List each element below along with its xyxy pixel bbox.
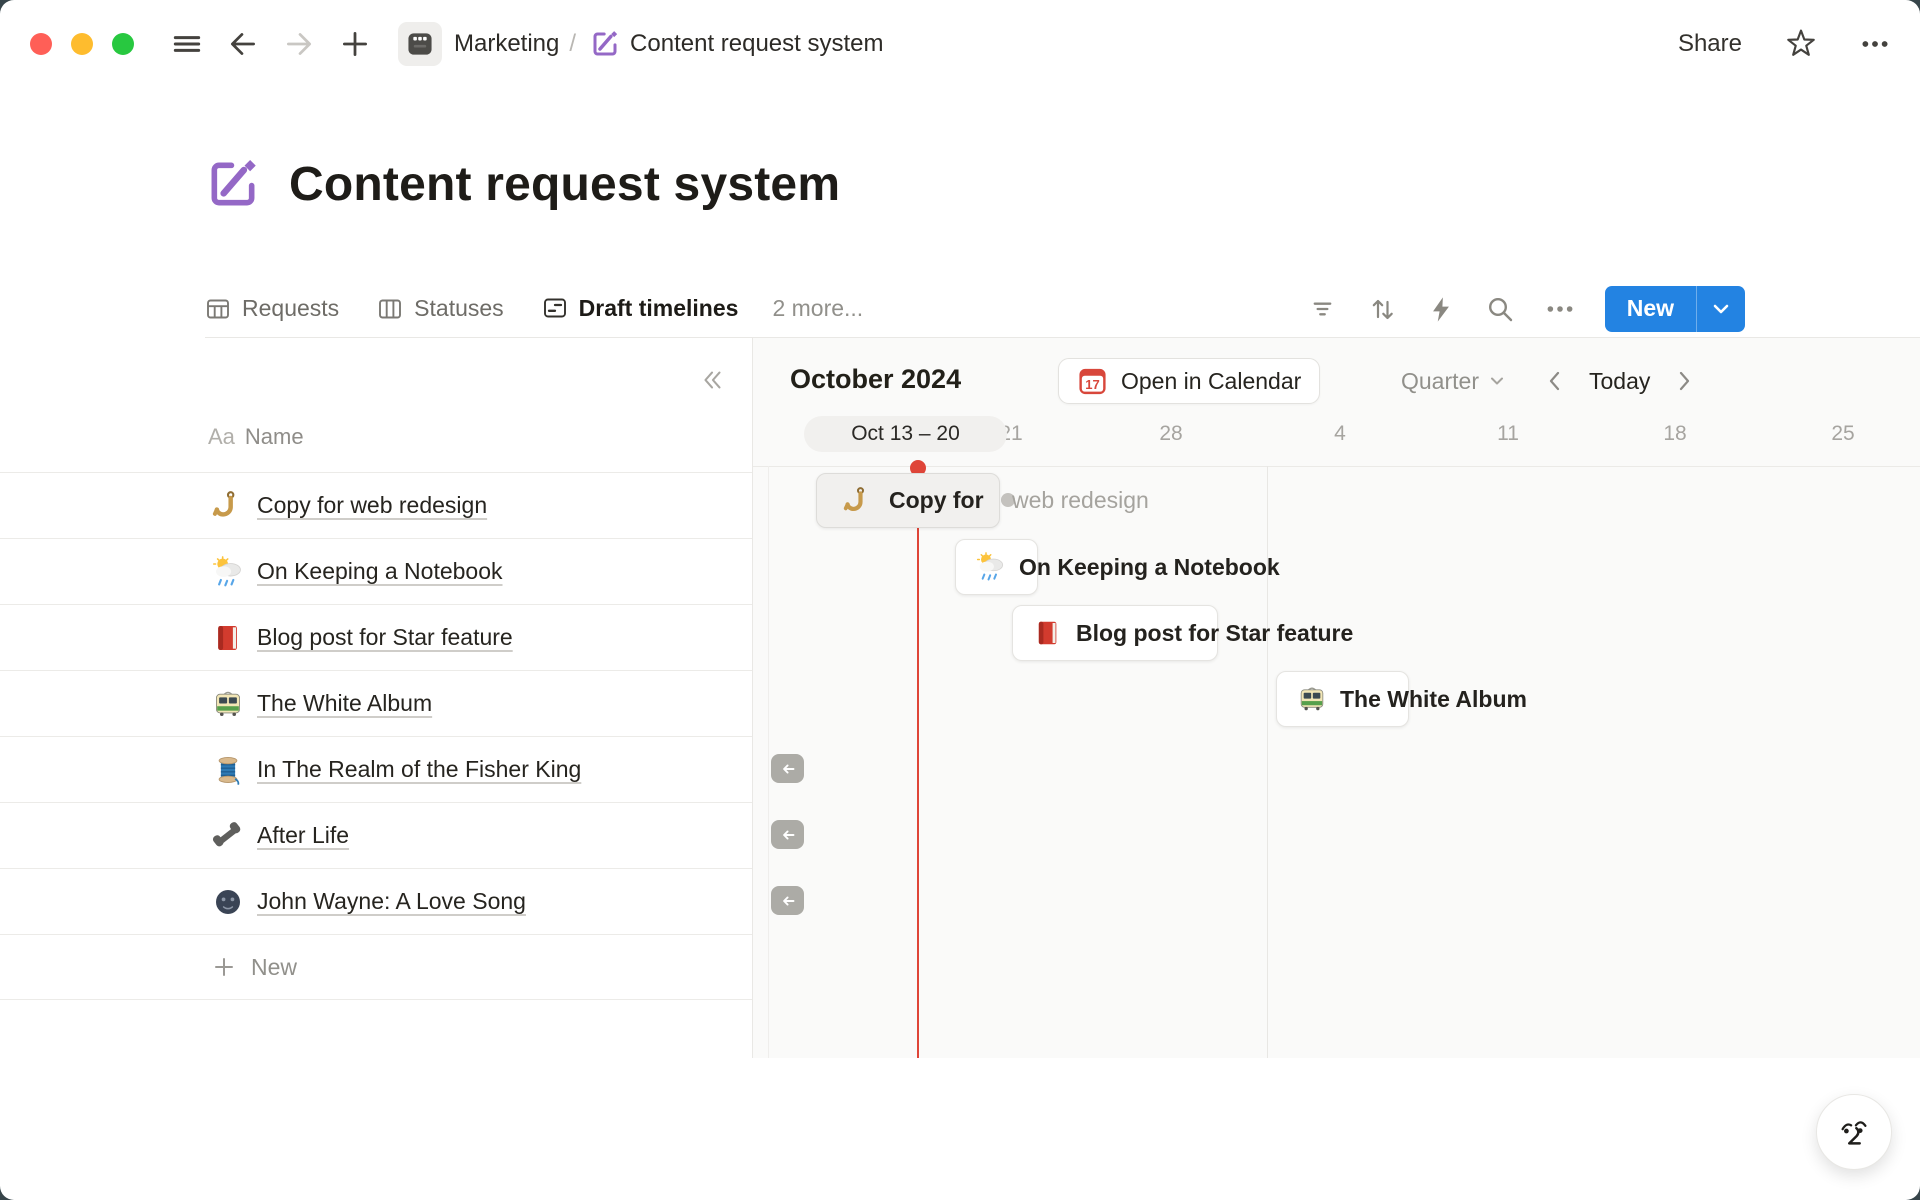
month-boundary-gridline [1267, 466, 1268, 1058]
minimize-window-button[interactable] [71, 33, 93, 55]
new-tab-plus-icon[interactable] [338, 27, 372, 61]
add-row-button[interactable]: New [0, 934, 752, 1000]
timeline-month-label: October 2024 [790, 364, 962, 394]
timeline-pane: October 2024 17 Open in Calendar Quarter… [753, 338, 1920, 1058]
timeline-gridline [768, 466, 769, 1058]
closed-book-icon [1033, 618, 1063, 648]
table-row[interactable]: Blog post for Star feature [0, 604, 752, 670]
telephone-receiver-icon [212, 820, 244, 852]
table-row[interactable]: After Life [0, 802, 752, 868]
tab-requests[interactable]: Requests [205, 279, 339, 338]
new-entry-split-button: New [1604, 285, 1745, 332]
today-marker-line [917, 468, 919, 1058]
search-icon[interactable] [1485, 294, 1515, 324]
table-row[interactable]: On Keeping a Notebook [0, 538, 752, 604]
timeline-header-divider [753, 466, 1920, 467]
timeline-prev-icon[interactable] [1538, 368, 1571, 394]
timeline-bar[interactable]: On Keeping a Notebook [955, 539, 1280, 595]
hook-icon [843, 486, 873, 516]
date-tick: 28 [1159, 422, 1183, 445]
view-tab-bar: Requests Statuses Draft timelines 2 more… [205, 279, 1920, 341]
ai-face-icon [1841, 1121, 1867, 1145]
bar-resize-handle[interactable] [1001, 493, 1015, 507]
breadcrumb-separator: / [569, 30, 577, 57]
jump-left-arrow-button[interactable] [771, 820, 804, 849]
table-row[interactable]: Copy for web redesign [0, 472, 752, 538]
timeline-zoom-select[interactable]: Quarter [1401, 368, 1506, 395]
more-options-icon[interactable] [1860, 29, 1890, 59]
jump-left-arrow-button[interactable] [771, 754, 804, 783]
sort-icon[interactable] [1367, 294, 1397, 324]
breadcrumb-workspace-icon[interactable] [398, 22, 442, 66]
forward-icon[interactable] [282, 27, 316, 61]
name-column-header[interactable]: Aa Name [208, 424, 304, 449]
collapse-pane-icon[interactable] [698, 366, 726, 394]
table-row[interactable]: The White Album [0, 670, 752, 736]
share-button[interactable]: Share [1677, 30, 1742, 57]
notion-ai-button[interactable] [1816, 1094, 1892, 1170]
sun-behind-rain-cloud-icon [976, 552, 1006, 582]
tram-icon [1297, 684, 1327, 714]
chevron-down-icon [1490, 377, 1503, 385]
plus-icon [215, 958, 233, 976]
tabs-more-button[interactable]: 2 more... [772, 295, 864, 321]
view-options-icon[interactable] [1545, 294, 1575, 324]
table-row[interactable]: John Wayne: A Love Song [0, 868, 752, 934]
tab-draft-timelines[interactable]: Draft timelines [541, 279, 739, 341]
tab-divider [205, 337, 1920, 338]
automations-lightning-icon[interactable] [1427, 295, 1455, 323]
timeline-next-icon[interactable] [1668, 368, 1701, 394]
new-moon-face-icon [212, 886, 244, 918]
breadcrumb-page-memo-icon [590, 29, 620, 59]
hook-icon [212, 490, 244, 522]
table-row[interactable]: In The Realm of the Fisher King [0, 736, 752, 802]
date-tick: 4 [1334, 422, 1346, 445]
new-entry-dropdown[interactable] [1696, 285, 1745, 332]
closed-book-icon [212, 622, 244, 654]
svg-text:17: 17 [1085, 376, 1100, 391]
selected-week-range-pill[interactable]: Oct 13 – 20 [804, 416, 1007, 452]
page-title: Content request system [289, 157, 841, 211]
bar-overflow-label: web redesign [1012, 487, 1149, 513]
open-in-calendar-button[interactable]: 17 Open in Calendar [1058, 358, 1321, 404]
tram-icon [212, 688, 244, 720]
favorite-star-icon[interactable] [1786, 29, 1816, 59]
calendar-icon: 17 [1079, 368, 1106, 394]
new-entry-button[interactable]: New [1626, 295, 1674, 321]
sun-behind-rain-cloud-icon [212, 556, 244, 588]
zoom-window-button[interactable] [112, 33, 134, 55]
breadcrumb-page[interactable]: Content request system [630, 30, 884, 57]
thread-icon [212, 754, 244, 786]
page-memo-icon[interactable] [205, 156, 261, 212]
timeline-bar[interactable]: The White Album [1276, 671, 1527, 727]
breadcrumb-workspace[interactable]: Marketing [454, 30, 560, 57]
sidebar-menu-icon[interactable] [170, 27, 204, 61]
close-window-button[interactable] [30, 33, 52, 55]
back-icon[interactable] [226, 27, 260, 61]
window-titlebar: Marketing / Content request system Share [0, 0, 1920, 88]
date-tick: 25 [1831, 422, 1855, 445]
date-tick: 18 [1663, 422, 1687, 445]
table-name-pane: Aa Name Copy for web redesign On Keeping… [0, 338, 753, 1058]
timeline-today-button[interactable]: Today [1588, 367, 1651, 394]
timeline-bar[interactable]: Copy for [816, 473, 1000, 528]
date-tick: 11 [1497, 422, 1519, 445]
filter-icon[interactable] [1308, 294, 1337, 323]
timeline-bar[interactable]: Blog post for Star feature [1012, 605, 1353, 661]
today-marker-dot [910, 460, 926, 476]
tab-statuses[interactable]: Statuses [377, 279, 504, 338]
jump-left-arrow-button[interactable] [771, 886, 804, 915]
